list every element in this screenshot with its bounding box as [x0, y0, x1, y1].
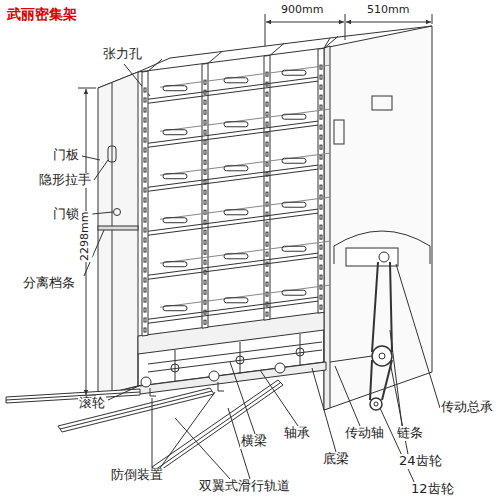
door-lock — [114, 209, 121, 216]
part-label: 门锁 — [52, 207, 80, 222]
part-label: 横梁 — [240, 434, 268, 449]
part-label: 900mm — [280, 4, 324, 17]
separation-strip — [98, 226, 138, 230]
part-label: 链条 — [396, 426, 424, 441]
bottom-beam — [140, 362, 326, 394]
part-label: 底梁 — [322, 452, 350, 467]
roller — [141, 377, 151, 387]
label-frame — [372, 96, 392, 110]
part-label: 传动总承 — [440, 400, 494, 415]
brand-watermark: 武丽密集架 — [6, 6, 78, 22]
part-label: 2298mm — [80, 210, 93, 261]
dimension-line — [266, 22, 344, 23]
side-panel — [324, 26, 432, 410]
leader-line — [82, 64, 440, 484]
part-label: 12齿轮 — [410, 482, 455, 497]
part-label: 张力孔 — [102, 47, 143, 62]
gear-24 — [372, 346, 392, 366]
part-label: 24齿轮 — [398, 454, 443, 469]
door-panel — [98, 72, 138, 396]
base-frame — [138, 312, 324, 354]
part-label: 滚轮 — [78, 396, 106, 411]
shelf-strokes — [142, 36, 338, 336]
part-label: 双翼式滑行轨道 — [198, 479, 291, 494]
hidden-handle — [108, 146, 116, 162]
part-label: 门板 — [52, 148, 80, 163]
part-label: 防倒装置 — [110, 468, 164, 483]
part-label: 分离档条 — [22, 276, 76, 291]
anti-tip-device — [150, 388, 156, 396]
part-label: 轴承 — [283, 426, 311, 441]
part-label: 510mm — [366, 4, 410, 17]
part-label: 隐形拉手 — [38, 173, 92, 188]
panel-window — [334, 120, 344, 144]
chain — [372, 262, 392, 352]
part-label: 传动轴 — [344, 426, 385, 441]
